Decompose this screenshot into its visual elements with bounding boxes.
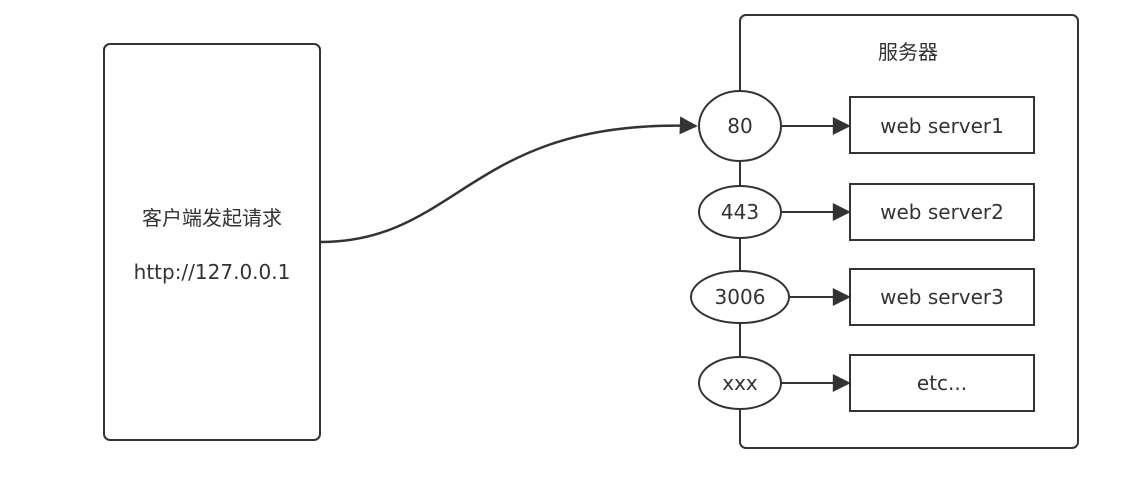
target-label-3006: web server3 [880,285,1004,309]
target-box-80 [849,96,1035,154]
target-label-xxx: etc... [917,371,967,395]
port-label-80: 80 [727,114,752,138]
client-box [103,43,321,441]
port-label-3006: 3006 [715,285,766,309]
port-row-443: 443 web server2 [698,183,1035,241]
request-connector [319,116,698,244]
target-box-xxx [849,354,1035,412]
port-row-80: 80 web server1 [698,90,1035,162]
client-title: 客户端发起请求 [142,206,282,230]
target-label-443: web server2 [880,200,1004,224]
target-box-3006 [849,268,1035,326]
client-url: http://127.0.0.1 [134,260,291,284]
port-label-xxx: xxx [722,371,758,395]
target-label-80: web server1 [880,114,1004,138]
port-row-xxx: xxx etc... [698,354,1035,412]
server-title: 服务器 [878,40,938,64]
port-row-3006: 3006 web server3 [690,268,1035,326]
target-box-443 [849,183,1035,241]
port-label-443: 443 [721,200,759,224]
client-node: 客户端发起请求 http://127.0.0.1 [103,43,321,441]
